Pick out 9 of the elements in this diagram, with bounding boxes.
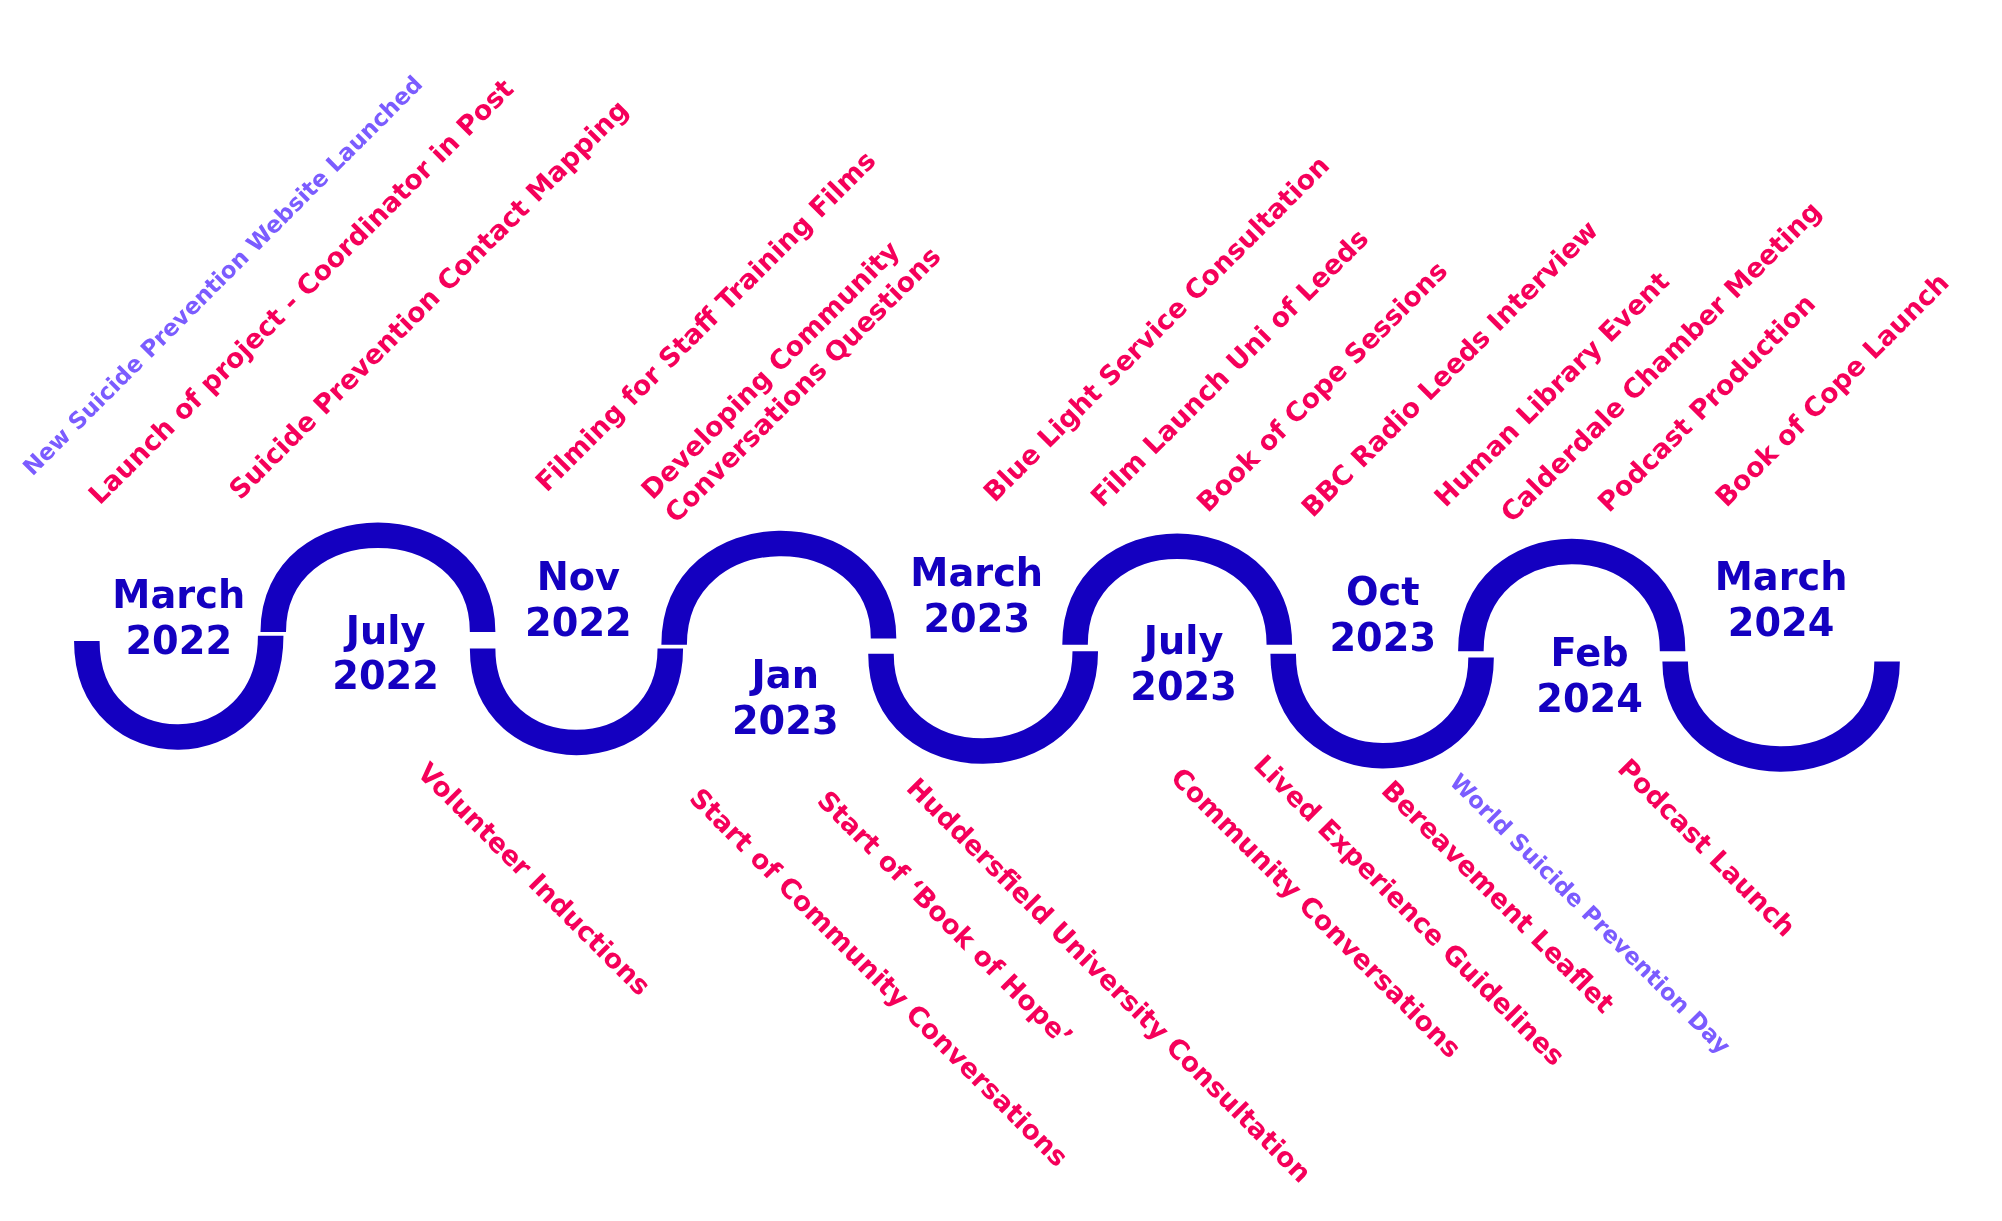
date-label: March 2023 <box>909 550 1045 643</box>
date-label: March 2022 <box>111 572 247 664</box>
date-label: Jan 2023 <box>730 652 840 745</box>
date-label: Oct 2023 <box>1328 569 1438 662</box>
date-label: Feb 2024 <box>1535 630 1644 723</box>
date-label: Nov 2022 <box>524 554 633 647</box>
date-label: July 2022 <box>331 607 440 700</box>
date-label: March 2024 <box>1713 554 1849 647</box>
date-label: July 2023 <box>1129 617 1238 710</box>
